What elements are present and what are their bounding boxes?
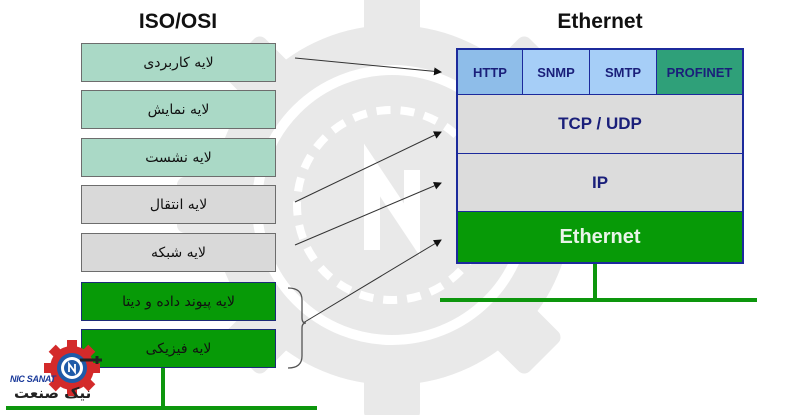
osi-layer-label: لایه نمایش <box>147 101 210 118</box>
application-protocols-row: HTTP SNMP SMTP PROFINET <box>458 50 742 94</box>
osi-layer-label: لایه انتقال <box>149 196 208 213</box>
right-bus-line <box>440 298 757 302</box>
nic-sanat-logo-icon <box>44 340 102 396</box>
osi-layer-label: لایه کاربردی <box>143 54 214 71</box>
protocol-smtp: SMTP <box>590 50 657 94</box>
logo-text-fa: نیک صنعت <box>14 384 92 402</box>
network-layer: IP <box>458 153 742 211</box>
protocol-snmp: SNMP <box>523 50 590 94</box>
osi-layer-session: لایه نشست <box>81 138 276 177</box>
link-layer: Ethernet <box>458 211 742 262</box>
protocol-profinet: PROFINET <box>657 50 742 94</box>
osi-layer-transport: لایه انتقال <box>81 185 276 224</box>
logo-text-en: NIC SANAT <box>10 374 56 384</box>
osi-layer-label: لایه نشست <box>145 149 212 166</box>
osi-layer-physical: لایه فیزیکی <box>81 329 276 368</box>
osi-title: ISO/OSI <box>138 10 218 33</box>
osi-layer-label: لایه شبکه <box>150 244 207 261</box>
ethernet-title: Ethernet <box>557 10 643 33</box>
osi-layer-datalink: لایه پیوند داده و دیتا <box>81 282 276 321</box>
left-bus-stem <box>161 368 165 408</box>
osi-layer-presentation: لایه نمایش <box>81 90 276 129</box>
protocol-http: HTTP <box>458 50 523 94</box>
osi-layer-label: لایه فیزیکی <box>145 340 212 357</box>
osi-layer-network: لایه شبکه <box>81 233 276 272</box>
ethernet-stack: HTTP SNMP SMTP PROFINET TCP / UDP IP Eth… <box>456 48 744 264</box>
left-bus-line <box>6 406 317 410</box>
right-bus-stem <box>593 263 597 301</box>
transport-layer: TCP / UDP <box>458 94 742 153</box>
osi-layer-application: لایه کاربردی <box>81 43 276 82</box>
osi-layer-label: لایه پیوند داده و دیتا <box>122 293 235 310</box>
